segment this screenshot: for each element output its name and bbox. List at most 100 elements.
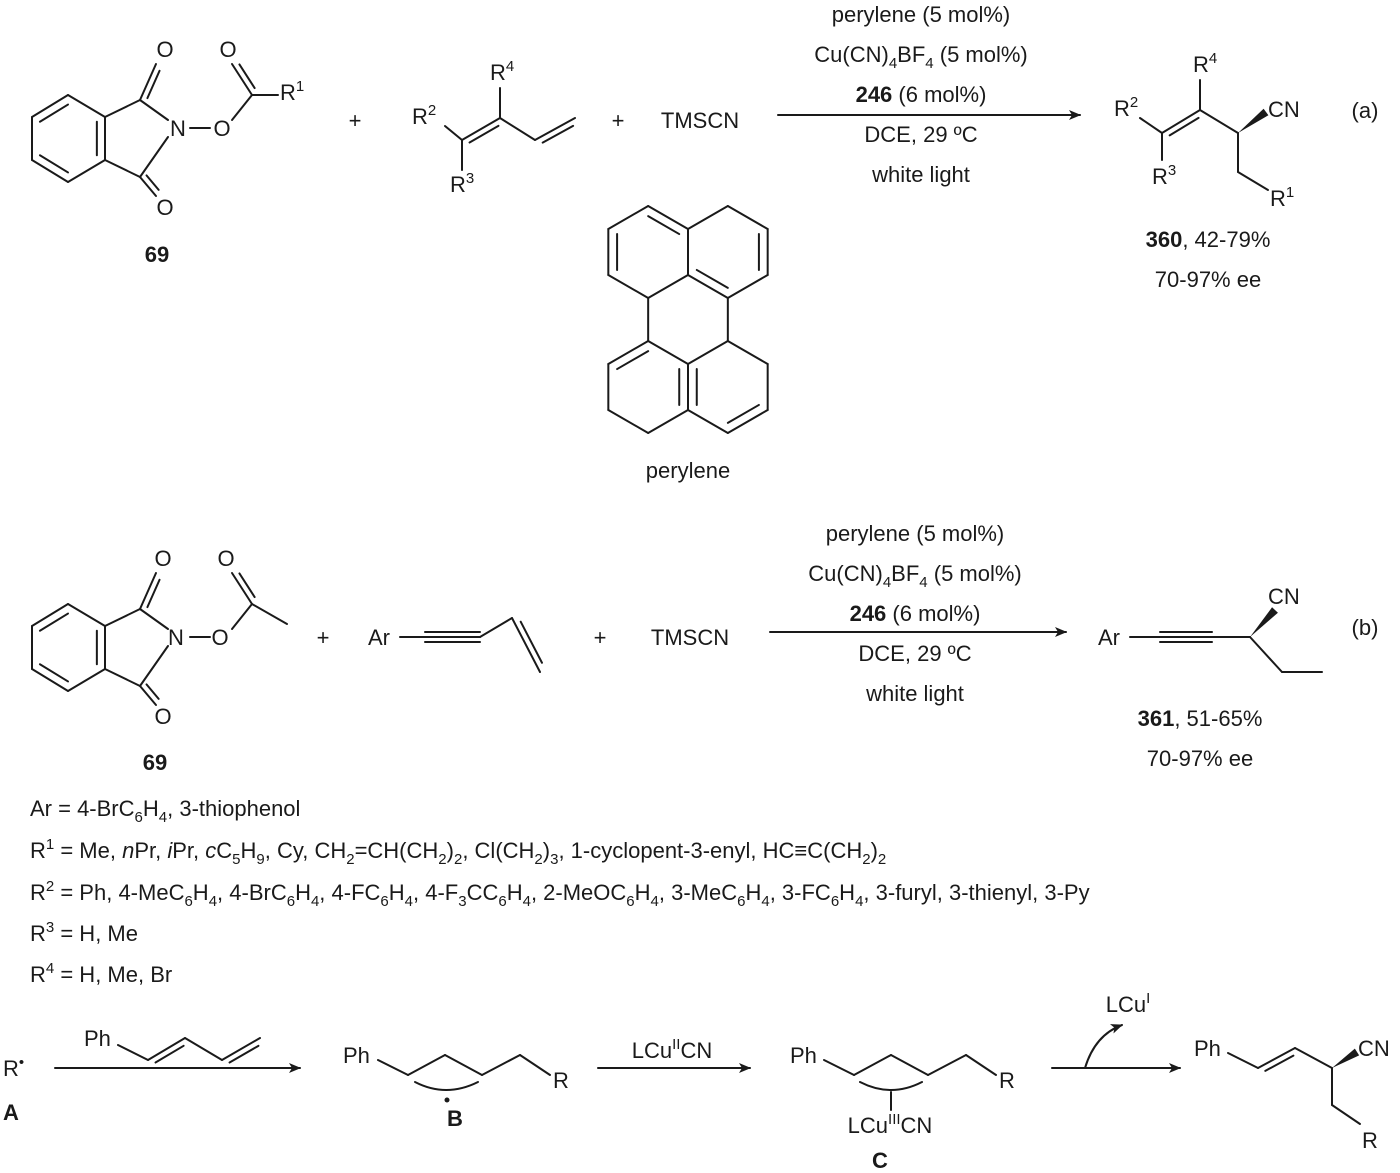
text-segment: , 3-furyl, 3-thienyl, 3-Py	[863, 880, 1089, 905]
bond	[1264, 1054, 1295, 1072]
r3-label: R3	[450, 170, 474, 197]
text-segment: R	[1114, 96, 1130, 121]
text-segment: , 1-cyclopent-3-enyl, HC≡C(CH	[558, 838, 862, 863]
condition-line: white light	[871, 162, 970, 187]
text-segment: = H, Me	[54, 921, 138, 946]
bond	[616, 350, 650, 371]
text-segment: 6	[380, 893, 388, 910]
text-segment: 6	[737, 893, 745, 910]
text-segment: 4	[209, 893, 217, 910]
text-segment: H	[389, 880, 405, 905]
text-segment: 4	[1209, 50, 1217, 67]
text-segment: R	[30, 880, 46, 905]
text-segment: H	[507, 880, 523, 905]
bond	[607, 205, 650, 230]
text-segment: Cu(CN)	[808, 561, 883, 586]
text-segment: , 42-79%	[1182, 227, 1270, 252]
text-segment: 2	[438, 851, 446, 868]
condition-line: 246 (6 mol%)	[856, 82, 987, 107]
atom-o: O	[156, 195, 173, 220]
text-segment: white light	[871, 162, 970, 187]
bond	[228, 1044, 260, 1064]
bond	[145, 174, 160, 191]
text-segment: white light	[865, 681, 964, 706]
yield-label: 361, 51-65%	[1138, 706, 1263, 731]
r1-label: R1	[1270, 184, 1294, 211]
text-segment: R	[280, 80, 296, 105]
text-segment: 2	[428, 102, 436, 119]
substituent-line: R1 = Me, nPr, iPr, cC5H9, Cy, CH2=CH(CH2…	[30, 836, 886, 868]
text-segment: 246	[850, 601, 887, 626]
bond	[38, 663, 69, 683]
text-segment: 2	[346, 851, 354, 868]
bond	[823, 1059, 855, 1076]
bond	[481, 1054, 521, 1076]
compound-label-69: 69	[143, 750, 167, 775]
text-segment: H	[295, 880, 311, 905]
text-segment: (5 mol%)	[928, 561, 1022, 586]
bond	[927, 1054, 967, 1076]
bond	[104, 99, 141, 118]
bond	[104, 159, 141, 178]
text-segment: LCu	[632, 1038, 672, 1063]
bond	[154, 1044, 185, 1064]
bond	[1294, 1047, 1333, 1069]
text-segment: R	[30, 838, 46, 863]
text-segment: 3	[458, 893, 466, 910]
bond	[251, 603, 288, 625]
wedge-bond	[1238, 108, 1269, 133]
text-segment: I	[1146, 990, 1150, 1007]
text-segment: 4	[159, 809, 167, 826]
text-segment: , 4-F	[413, 880, 458, 905]
bond	[377, 1059, 409, 1076]
text-segment: , 4-FC	[319, 880, 380, 905]
ar-label: Ar	[368, 625, 390, 650]
text-segment: 4	[925, 55, 933, 72]
bond	[607, 340, 650, 365]
text-segment: 4	[506, 58, 514, 75]
text-segment: 4	[311, 893, 319, 910]
text-segment: 6	[184, 893, 192, 910]
bond	[647, 205, 689, 230]
text-segment: = Me,	[54, 838, 122, 863]
bond	[647, 274, 689, 299]
text-segment: c	[205, 838, 216, 863]
ph-label: Ph	[84, 1026, 111, 1051]
bond	[468, 124, 500, 144]
bond	[647, 409, 689, 434]
text-segment: H	[143, 796, 159, 821]
text-segment: CN	[901, 1113, 933, 1138]
text-segment: 3	[466, 170, 474, 187]
bond	[1331, 1104, 1361, 1125]
text-segment: III	[888, 1111, 901, 1128]
text-segment: 4	[405, 893, 413, 910]
cn-label: CN	[1268, 584, 1300, 609]
ph-label: Ph	[790, 1043, 817, 1068]
bond	[687, 205, 729, 230]
text-segment: )	[447, 838, 454, 863]
bond	[139, 136, 169, 178]
bond	[38, 103, 69, 123]
wedge-bond	[1332, 1048, 1360, 1068]
condition-line: perylene (5 mol%)	[832, 2, 1011, 27]
text-segment: R	[1152, 164, 1168, 189]
text-segment: , Cy, CH	[265, 838, 346, 863]
bond	[31, 159, 69, 183]
text-segment: 4	[651, 893, 659, 910]
bond	[726, 409, 769, 434]
r2-label: R2	[1114, 94, 1138, 121]
bond	[238, 63, 256, 90]
intermediate-label-c: C	[872, 1148, 888, 1173]
text-segment: 3	[1168, 162, 1176, 179]
text-segment: =CH(CH	[355, 838, 439, 863]
radical-label: R•	[3, 1054, 24, 1081]
bond	[695, 268, 729, 289]
text-segment: Ar = 4-BrC	[30, 796, 135, 821]
text-segment: )	[543, 838, 550, 863]
bond	[231, 63, 253, 96]
bond	[541, 124, 575, 144]
condition-line: 246 (6 mol%)	[850, 601, 981, 626]
text-segment: LCu	[1106, 992, 1146, 1017]
text-segment: 2	[1130, 94, 1138, 111]
r4-label: R4	[490, 58, 514, 85]
